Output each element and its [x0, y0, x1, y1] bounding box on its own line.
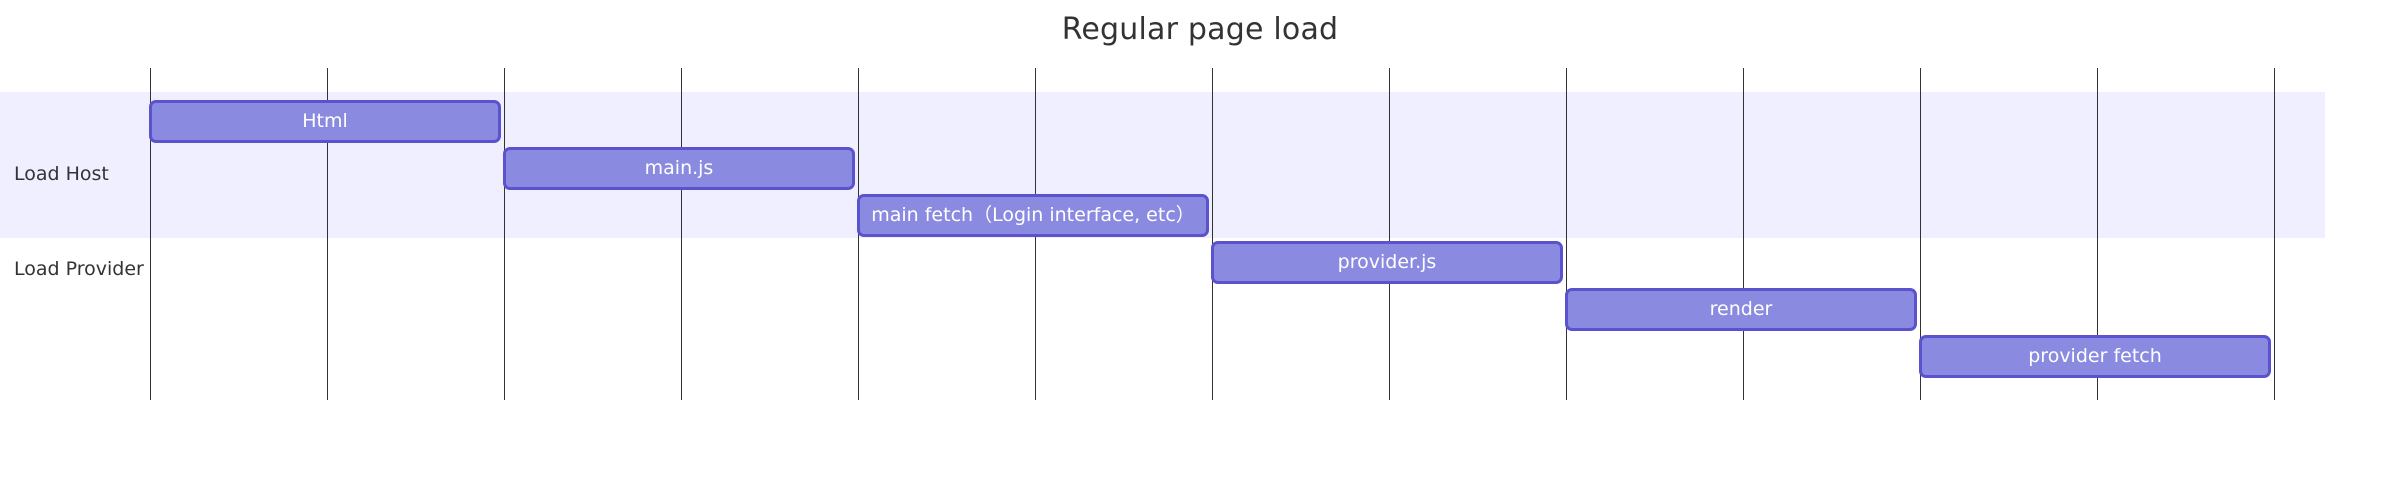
gridline-9	[1743, 68, 1744, 400]
task-bar[interactable]: provider.js	[1211, 241, 1563, 284]
gridline-10	[1920, 68, 1921, 400]
task-bar-label: provider.js	[1337, 251, 1437, 273]
section-label-load-provider: Load Provider	[14, 258, 144, 280]
gridline-3	[681, 68, 682, 400]
gridline-11	[2097, 68, 2098, 400]
task-bar-label: main fetch（Login interface, etc）	[871, 204, 1195, 226]
plot-area: Load Host Load Provider Html main.js main …	[0, 60, 2400, 400]
task-bar[interactable]: Html	[149, 100, 501, 143]
gridline-1	[327, 68, 328, 400]
gridline-6	[1212, 68, 1213, 400]
gridline-8	[1566, 68, 1567, 400]
section-label-load-host: Load Host	[14, 163, 109, 185]
task-bar-label: main.js	[644, 157, 714, 179]
task-bar-label: provider fetch	[2028, 345, 2162, 367]
task-bar[interactable]: render	[1565, 288, 1917, 331]
gridline-2	[504, 68, 505, 400]
task-bar[interactable]: main.js	[503, 147, 855, 190]
gridline-0	[150, 68, 151, 400]
gridline-7	[1389, 68, 1390, 400]
gridline-12	[2274, 68, 2275, 400]
task-bar[interactable]: main fetch（Login interface, etc）	[857, 194, 1209, 237]
task-bar-label: render	[1709, 298, 1773, 320]
page-title: Regular page load	[1061, 12, 1339, 47]
task-bar[interactable]: provider fetch	[1919, 335, 2271, 378]
task-bar-label: Html	[302, 110, 348, 132]
